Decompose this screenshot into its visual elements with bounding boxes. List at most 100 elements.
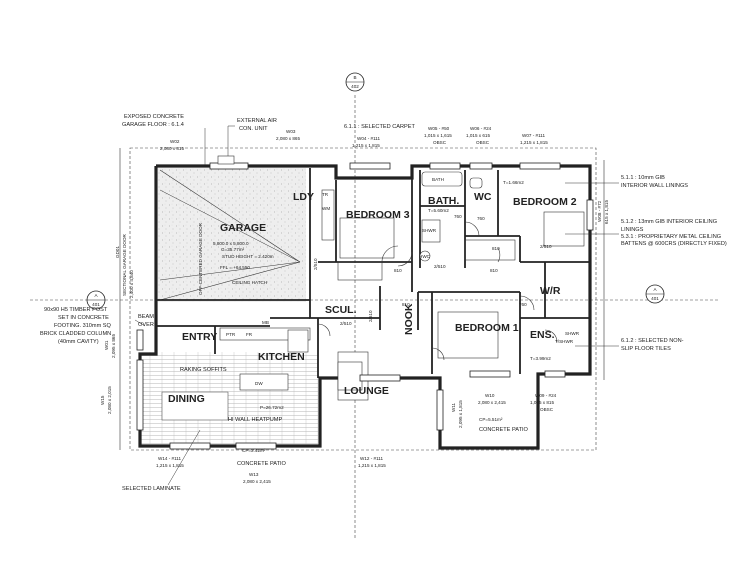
svg-text:6.1.1 : SELECTED CARPET: 6.1.1 : SELECTED CARPET bbox=[344, 124, 415, 130]
svg-text:W04 - #111: W04 - #111 bbox=[357, 136, 381, 141]
door-dimensions: 810 810 810 810 760 760 760 2/510 2/510 … bbox=[313, 214, 552, 326]
svg-text:2,080 x 815: 2,080 x 815 bbox=[160, 146, 184, 151]
bath-area: T=5.60m2 bbox=[428, 208, 449, 213]
svg-text:1,015 x 815: 1,015 x 815 bbox=[530, 400, 554, 405]
svg-text:760: 760 bbox=[454, 214, 462, 219]
garage-area: G=35.77m² bbox=[221, 247, 245, 252]
svg-text:W02: W02 bbox=[170, 139, 180, 144]
raking-soffits: RAKING SOFFITS bbox=[180, 367, 227, 373]
bath-label: BATH. bbox=[428, 195, 459, 207]
garage-door-fan bbox=[159, 169, 301, 301]
kitchen-fixtures bbox=[161, 327, 369, 421]
svg-text:810: 810 bbox=[490, 268, 498, 273]
grid-marker-right: A 401 bbox=[645, 284, 665, 304]
svg-text:GD01: GD01 bbox=[115, 246, 120, 258]
interior-walls bbox=[156, 168, 590, 378]
patio-area: CP=2.42m² bbox=[242, 448, 266, 453]
svg-text:TR: TR bbox=[322, 192, 329, 197]
svg-text:2,400 x 4,840: 2,400 x 4,840 bbox=[129, 270, 134, 298]
svg-text:2/510: 2/510 bbox=[313, 258, 318, 270]
svg-text:OVER: OVER bbox=[138, 322, 154, 328]
svg-text:2/510: 2/510 bbox=[434, 264, 446, 269]
patio2-area: CP=5.51m² bbox=[479, 417, 503, 422]
fixture-labels: BATH SHWR HWC TR WM DW FR MB PTR SHWR T/… bbox=[226, 177, 580, 386]
svg-text:SLIP FLOOR TILES: SLIP FLOOR TILES bbox=[621, 346, 671, 352]
svg-text:401: 401 bbox=[651, 296, 659, 301]
window-markers bbox=[136, 162, 594, 450]
garage-door-note: OFF-CENTERED GARAGE DOOR bbox=[198, 222, 203, 295]
bedroom3-label: BEDROOM 3 bbox=[346, 209, 410, 221]
svg-text:GARAGE FLOOR : 6.1.4: GARAGE FLOOR : 6.1.4 bbox=[122, 122, 184, 128]
svg-text:BATH: BATH bbox=[432, 177, 444, 182]
svg-text:2/510: 2/510 bbox=[540, 244, 552, 249]
svg-text:1,215 x 1,815: 1,215 x 1,815 bbox=[520, 140, 548, 145]
svg-text:SET IN CONCRETE: SET IN CONCRETE bbox=[58, 315, 109, 321]
svg-text:W10: W10 bbox=[485, 393, 495, 398]
wc-label: WC bbox=[474, 191, 492, 203]
svg-text:OBSC: OBSC bbox=[476, 140, 490, 145]
svg-text:5.1.1 : 10mm GIB: 5.1.1 : 10mm GIB bbox=[621, 175, 665, 181]
svg-text:W15: W15 bbox=[100, 395, 105, 405]
svg-text:BRICK CLADDED COLUMN: BRICK CLADDED COLUMN bbox=[40, 331, 111, 337]
svg-text:W06 - #24: W06 - #24 bbox=[470, 126, 492, 131]
kitchen-label: KITCHEN bbox=[258, 351, 305, 363]
garage-dims: 5,800.0 x 5,800.0 bbox=[213, 241, 249, 246]
svg-text:WM: WM bbox=[322, 206, 330, 211]
svg-text:1,015 x 1,615: 1,015 x 1,615 bbox=[424, 133, 452, 138]
svg-text:810: 810 bbox=[492, 246, 500, 251]
room-labels: GARAGE 5,800.0 x 5,800.0 G=35.77m² STUD … bbox=[168, 180, 577, 467]
section-sheet: 402 bbox=[351, 84, 359, 89]
svg-text:810: 810 bbox=[402, 302, 410, 307]
svg-text:2,080 x 2,015: 2,080 x 2,015 bbox=[107, 386, 112, 414]
svg-text:W01: W01 bbox=[104, 340, 109, 350]
svg-text:DW: DW bbox=[255, 381, 263, 386]
svg-text:EXTERNAL AIR: EXTERNAL AIR bbox=[237, 118, 277, 124]
svg-text:(40mm CAVITY): (40mm CAVITY) bbox=[58, 339, 99, 345]
bedroom1-label: BEDROOM 1 bbox=[455, 322, 519, 334]
annotations: EXPOSED CONCRETE GARAGE FLOOR : 6.1.4 EX… bbox=[40, 114, 727, 492]
svg-text:2,080 x 2,415: 2,080 x 2,415 bbox=[478, 400, 506, 405]
window-labels: W02 2,080 x 815 W03 2,080 x 865 W04 - #1… bbox=[100, 126, 609, 484]
garage-stud: STUD HEIGHT = 2.420m bbox=[222, 254, 274, 259]
svg-text:760: 760 bbox=[477, 216, 485, 221]
svg-text:OBSC: OBSC bbox=[433, 140, 447, 145]
section-marker: B 402 bbox=[345, 72, 365, 92]
svg-text:MB: MB bbox=[262, 320, 269, 325]
svg-text:A: A bbox=[653, 287, 657, 292]
ceiling-hatch: CEILING HATCH bbox=[232, 280, 267, 285]
wr-label: W/R bbox=[540, 285, 561, 297]
svg-text:810: 810 bbox=[394, 268, 402, 273]
ens-area: T=3.99m2 bbox=[530, 356, 551, 361]
grid-marker-left: A 401 bbox=[86, 290, 106, 310]
svg-text:2,080 x 2,415: 2,080 x 2,415 bbox=[243, 479, 271, 484]
lounge-label: LOUNGE bbox=[344, 385, 389, 397]
wc-area: T=1.66m2 bbox=[503, 180, 524, 185]
svg-text:2,095 x 865: 2,095 x 865 bbox=[111, 334, 116, 358]
ldy-label: LDY bbox=[293, 191, 314, 203]
svg-text:INTERIOR WALL LININGS: INTERIOR WALL LININGS bbox=[621, 183, 688, 189]
scul-label: SCUL. bbox=[325, 304, 357, 316]
svg-text:LININGS: LININGS bbox=[621, 227, 644, 233]
svg-text:1,215 x 1,815: 1,215 x 1,815 bbox=[156, 463, 184, 468]
heatpump-label: HI WALL HEATPUMP bbox=[228, 417, 282, 423]
garage-label: GARAGE bbox=[220, 222, 266, 234]
svg-text:A: A bbox=[94, 293, 98, 298]
svg-text:SELECTED LAMINATE: SELECTED LAMINATE bbox=[122, 486, 181, 492]
svg-text:BEAM: BEAM bbox=[138, 314, 154, 320]
svg-text:BATTENS @ 600CRS (DIRECTLY FIX: BATTENS @ 600CRS (DIRECTLY FIXED) bbox=[621, 241, 727, 247]
svg-text:FOOTING. 310mm SQ: FOOTING. 310mm SQ bbox=[54, 323, 112, 329]
svg-text:OBSC: OBSC bbox=[540, 407, 554, 412]
svg-text:W07 - #111: W07 - #111 bbox=[522, 133, 546, 138]
bedroom2-label: BEDROOM 2 bbox=[513, 196, 577, 208]
svg-text:615 x 1,815: 615 x 1,815 bbox=[604, 200, 609, 224]
svg-text:1,215 x 1,815: 1,215 x 1,815 bbox=[358, 463, 386, 468]
svg-text:2,095 x 1,815: 2,095 x 1,815 bbox=[458, 400, 463, 428]
svg-text:PTR: PTR bbox=[226, 332, 236, 337]
svg-text:401: 401 bbox=[92, 302, 100, 307]
svg-text:SECTIONAL GARAGE DOOR: SECTIONAL GARAGE DOOR bbox=[122, 233, 127, 296]
svg-text:1,215 x 1,815: 1,215 x 1,815 bbox=[352, 143, 380, 148]
svg-text:HWC: HWC bbox=[419, 254, 431, 259]
garage-ffl: FFL = +64.550 bbox=[220, 265, 250, 270]
svg-text:5.3.1 : PROPRIETARY METAL CEIL: 5.3.1 : PROPRIETARY METAL CEILING bbox=[621, 234, 721, 240]
svg-text:T/SHWR: T/SHWR bbox=[555, 339, 574, 344]
